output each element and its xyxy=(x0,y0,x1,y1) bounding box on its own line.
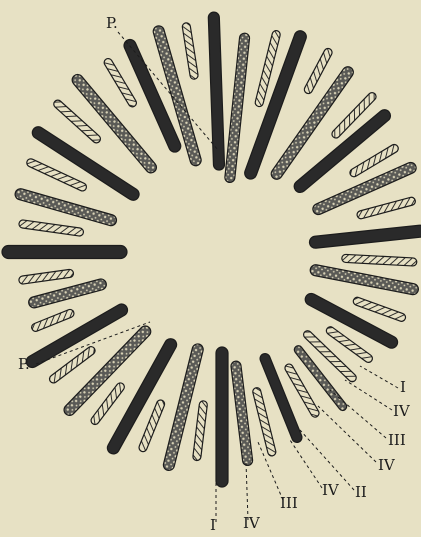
rod-hatched-18 xyxy=(302,329,358,383)
rod-speckled-14 xyxy=(309,264,419,296)
rod-hatched-11 xyxy=(356,196,416,219)
rod-ring xyxy=(2,12,421,487)
rod-speckled-19 xyxy=(293,344,349,412)
rod-dark-12 xyxy=(309,225,421,249)
rod-hatched-37 xyxy=(18,220,83,237)
label-right-iv-lower: IV xyxy=(378,456,396,474)
label-bottom-iv: IV xyxy=(243,514,261,532)
rod-speckled-23 xyxy=(230,361,253,466)
rod-speckled-34 xyxy=(27,278,107,309)
label-bottom-iii: III xyxy=(280,494,298,512)
label-bottom-iv-right: IV xyxy=(322,481,340,499)
label-right-i: I xyxy=(400,378,406,396)
rod-hatched-46 xyxy=(182,22,199,80)
rod-speckled-2 xyxy=(224,33,250,183)
leader-line-3 xyxy=(360,366,398,388)
leader-line-5 xyxy=(330,390,386,438)
label-p-left: P. xyxy=(18,355,30,373)
rod-hatched-33 xyxy=(30,308,75,332)
rod-dark-24 xyxy=(216,347,228,487)
rod-hatched-5 xyxy=(303,47,334,95)
leader-line-8 xyxy=(290,440,322,488)
label-bottom-i: I xyxy=(210,516,216,534)
rod-hatched-35 xyxy=(18,269,74,285)
label-right-iii: III xyxy=(388,431,406,449)
leader-line-6 xyxy=(318,406,376,462)
rod-dark-1 xyxy=(208,12,225,170)
label-right-iv-upper: IV xyxy=(393,402,411,420)
label-right-ii: II xyxy=(355,483,367,501)
leader-line-10 xyxy=(246,462,248,520)
rod-hatched-13 xyxy=(342,254,417,266)
rod-dark-36 xyxy=(2,246,127,259)
rod-hatched-25 xyxy=(192,400,207,461)
rod-hatched-22 xyxy=(252,387,277,457)
label-p-top: P. xyxy=(106,14,118,32)
leader-line-4 xyxy=(345,380,392,410)
